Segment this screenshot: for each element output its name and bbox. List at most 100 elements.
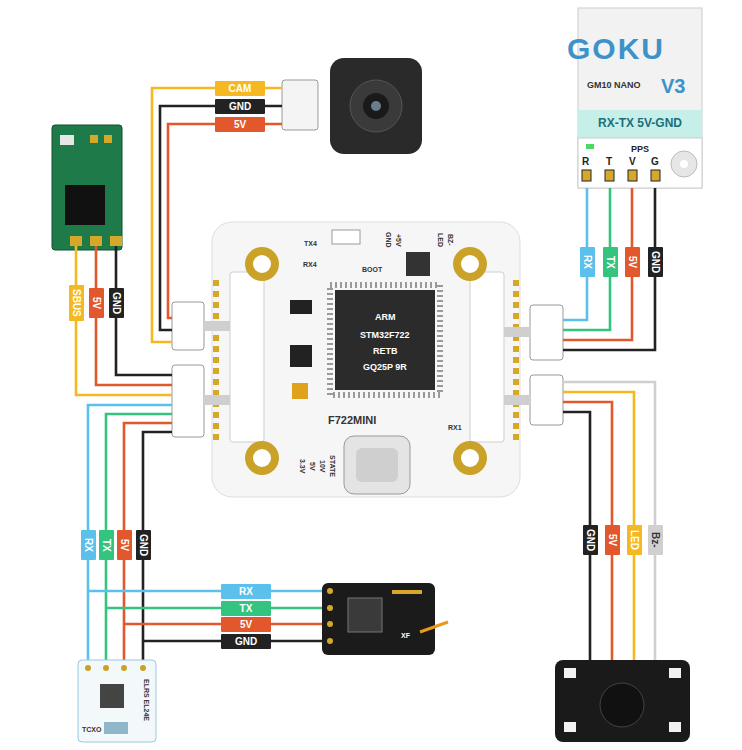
rect-shape	[628, 170, 637, 181]
path-shape	[106, 607, 324, 610]
flight-controller	[212, 222, 520, 497]
rect-shape	[564, 722, 576, 732]
rect-shape	[586, 144, 594, 149]
rect-shape	[578, 138, 702, 188]
rect-shape	[60, 135, 74, 145]
rect-shape	[172, 302, 204, 350]
rect-shape	[70, 236, 82, 246]
circle-shape	[453, 441, 487, 475]
printed-label: R	[582, 156, 589, 167]
circle-shape	[253, 449, 271, 467]
circle-shape	[600, 683, 644, 727]
printed-label: 10V	[318, 460, 326, 472]
path-shape	[563, 392, 634, 662]
rect-shape	[356, 448, 398, 482]
wire-tag: RX	[81, 530, 96, 560]
rect-shape	[470, 272, 504, 442]
wire-tag: SBUS	[69, 285, 84, 321]
wire-tag: RX	[221, 584, 271, 599]
circle-shape	[245, 441, 279, 475]
printed-label: BZ-	[446, 234, 454, 246]
path-shape	[563, 188, 632, 340]
path-shape	[563, 382, 655, 662]
printed-label: BOOT	[362, 266, 382, 274]
rect-shape	[330, 58, 422, 154]
rect-shape	[651, 170, 660, 181]
rect-shape	[669, 722, 681, 732]
circle-shape	[140, 665, 146, 671]
rect-shape	[344, 436, 410, 494]
wire-tag: 5V	[625, 247, 640, 277]
path-shape	[420, 622, 448, 632]
circle-shape	[453, 247, 487, 281]
printed-label: PPS	[631, 145, 649, 155]
wire-tag: GND	[215, 99, 265, 114]
rect-shape	[282, 80, 318, 130]
path-shape	[152, 88, 282, 342]
line-shape	[513, 280, 519, 440]
circle-shape	[121, 665, 127, 671]
rect-shape	[530, 375, 563, 425]
line-shape	[504, 327, 530, 337]
rect-shape	[332, 230, 360, 244]
wire-tag: TX	[603, 247, 618, 277]
circle-shape	[327, 605, 333, 611]
printed-label: T	[606, 156, 612, 167]
cable-connectors	[172, 302, 563, 437]
wire-tag: GND	[136, 530, 151, 560]
printed-label: GOKU	[567, 32, 665, 65]
rect-shape	[104, 722, 128, 734]
rect-shape	[530, 305, 563, 360]
circle-shape	[253, 255, 271, 273]
circle-shape	[327, 588, 333, 594]
rect-shape	[578, 110, 702, 138]
crsf-receiver	[322, 583, 448, 655]
wire-tag: GND	[648, 247, 663, 277]
path-shape	[88, 590, 324, 593]
printed-label: G	[651, 156, 659, 167]
wire-tag: RX	[580, 247, 595, 277]
rect-shape	[392, 590, 422, 594]
wire-tag: Bz-	[648, 525, 663, 555]
printed-label: +5V	[394, 234, 402, 247]
line-shape	[204, 321, 230, 331]
rect-shape	[172, 365, 204, 437]
circle-shape	[327, 638, 333, 644]
rect-shape	[335, 290, 435, 390]
wire-tag: 5V	[221, 617, 271, 632]
circle-shape	[245, 247, 279, 281]
printed-label: F722MINI	[328, 414, 376, 426]
printed-label: RETB	[373, 347, 398, 357]
path-shape	[160, 106, 282, 330]
elrs-receiver	[78, 660, 156, 742]
rect-shape	[564, 668, 576, 678]
printed-label: XF	[401, 632, 410, 640]
rect-shape	[110, 236, 122, 246]
rect-shape	[52, 125, 122, 250]
printed-label: STM32F722	[360, 331, 410, 341]
printed-label: TX4	[304, 240, 317, 248]
rect-shape	[90, 135, 98, 143]
rect-shape	[555, 660, 690, 742]
wire-tag: TX	[99, 530, 114, 560]
wire-tag: TX	[221, 601, 271, 616]
line-shape	[504, 395, 530, 405]
printed-label: V3	[661, 75, 685, 97]
rect-shape	[348, 598, 382, 632]
rect-shape	[582, 170, 591, 181]
rect-shape	[605, 170, 614, 181]
circle-shape	[350, 80, 402, 132]
circle-shape	[461, 449, 479, 467]
printed-label: TCXO	[82, 726, 101, 734]
rect-shape	[104, 135, 112, 143]
rect-shape	[290, 345, 312, 367]
line-shape	[213, 280, 219, 440]
rect-shape	[100, 684, 124, 708]
sbus-receiver	[52, 125, 122, 250]
printed-label: RX1	[448, 424, 462, 432]
wire-tag: CAM	[215, 81, 265, 96]
wire-tag: GND	[221, 634, 271, 649]
wire-tag: GND	[109, 288, 124, 318]
circle-shape	[680, 160, 688, 168]
